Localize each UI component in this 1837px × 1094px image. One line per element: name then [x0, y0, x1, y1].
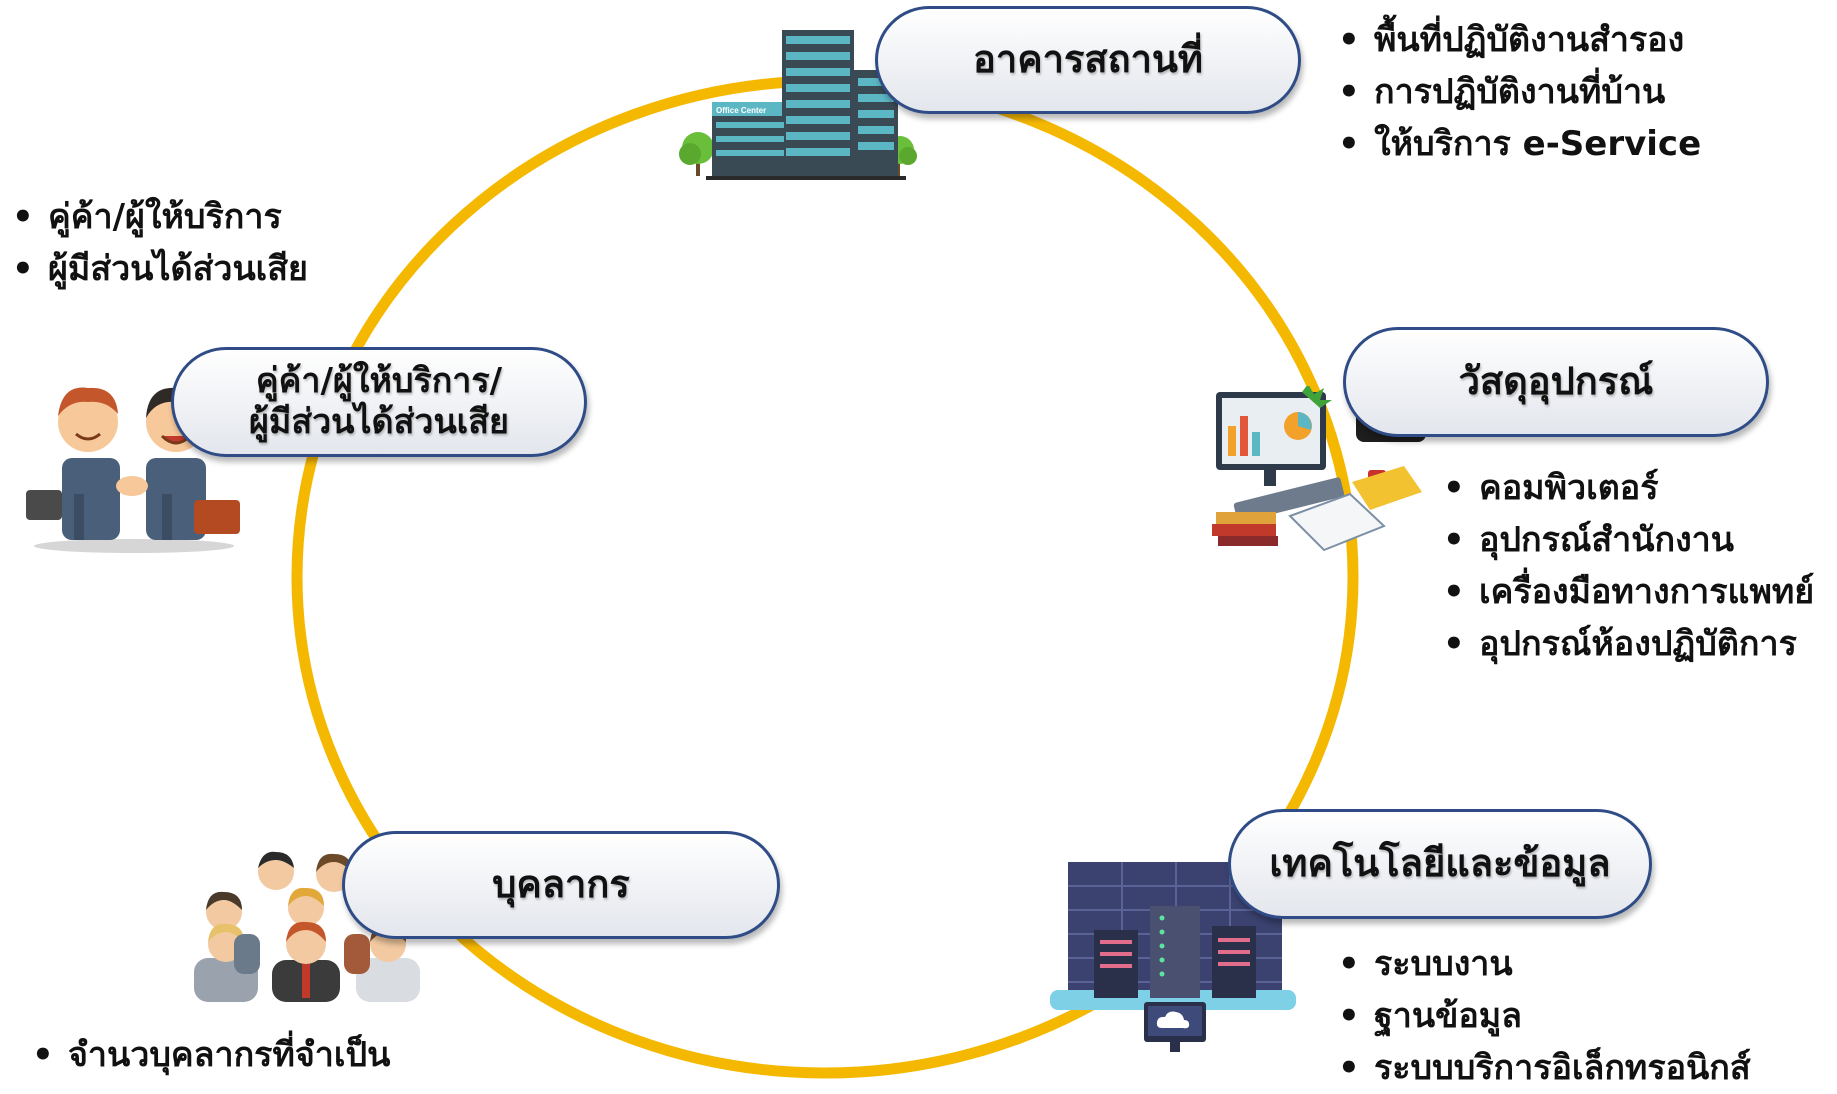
list-item: จำนวบุคลากรที่จำเป็น — [32, 1029, 390, 1081]
list-item: ระบบบริการอิเล็กทรอนิกส์ — [1338, 1042, 1751, 1094]
node-stakeholders-label-1: คู่ค้า/ผู้ให้บริการ/ — [255, 361, 503, 402]
node-equipment-pill: วัสดุอุปกรณ์ — [1343, 327, 1769, 437]
node-personnel-label: บุคลากร — [492, 862, 630, 907]
office-building-icon: Office Center — [676, 26, 922, 184]
list-item: คู่ค้า/ผู้ให้บริการ — [12, 191, 308, 243]
node-building-label: อาคารสถานที่ — [973, 37, 1203, 82]
building-bullets: พื้นที่ปฏิบัติงานสำรอง การปฏิบัติงานที่บ… — [1338, 14, 1701, 170]
stakeholder-bullets: คู่ค้า/ผู้ให้บริการ ผู้มีส่วนได้ส่วนเสีย — [12, 191, 308, 295]
node-personnel-pill: บุคลากร — [342, 831, 780, 939]
list-item: อุปกรณ์สำนักงาน — [1443, 514, 1814, 566]
office-sign: Office Center — [716, 106, 766, 115]
list-item: เครื่องมือทางการแพทย์ — [1443, 566, 1814, 618]
node-building-pill: อาคารสถานที่ — [875, 6, 1301, 114]
server-cloud-icon — [1050, 856, 1296, 1056]
equipment-bullets: คอมพิวเตอร์ อุปกรณ์สำนักงาน เครื่องมือทา… — [1443, 462, 1814, 670]
node-technology-label: เทคโนโลยีและข้อมูล — [1269, 841, 1611, 886]
node-equipment-label: วัสดุอุปกรณ์ — [1458, 359, 1654, 404]
list-item: ฐานข้อมูล — [1338, 990, 1751, 1042]
technology-bullets: ระบบงาน ฐานข้อมูล ระบบบริการอิเล็กทรอนิก… — [1338, 938, 1751, 1094]
list-item: อุปกรณ์ห้องปฏิบัติการ — [1443, 618, 1814, 670]
node-stakeholders-pill: คู่ค้า/ผู้ให้บริการ/ ผู้มีส่วนได้ส่วนเสี… — [171, 347, 587, 457]
node-stakeholders-label-2: ผู้มีส่วนได้ส่วนเสีย — [249, 402, 509, 442]
list-item: ระบบงาน — [1338, 938, 1751, 990]
list-item: ผู้มีส่วนได้ส่วนเสีย — [12, 243, 308, 295]
list-item: การปฏิบัติงานที่บ้าน — [1338, 66, 1701, 118]
list-item: พื้นที่ปฏิบัติงานสำรอง — [1338, 14, 1701, 66]
list-item: คอมพิวเตอร์ — [1443, 462, 1814, 514]
node-technology-pill: เทคโนโลยีและข้อมูล — [1228, 809, 1652, 919]
list-item: ให้บริการ e-Service — [1338, 118, 1701, 170]
personnel-bullets: จำนวบุคลากรที่จำเป็น — [32, 1029, 390, 1081]
